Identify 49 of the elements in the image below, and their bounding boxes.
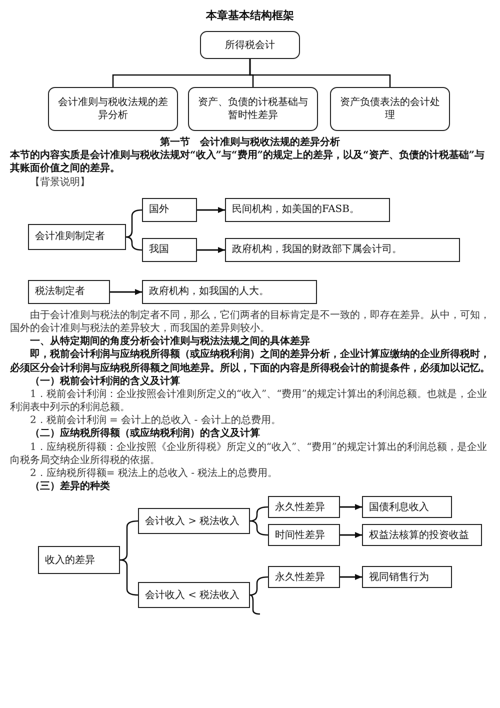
section-heading: 本节的内容实质是会计准则与税收法规对“收入”与“费用”的规定上的差异，以及“资产、负债的计税基础”与其账面价值之间的差异。 <box>10 149 486 176</box>
paragraph: 2．应纳税所得额= 税法上的总收入 - 税法上的总费用。 <box>29 467 279 480</box>
arrow <box>197 246 225 253</box>
brace-connector <box>250 576 268 596</box>
process-box: 永久性差异 <box>268 496 340 518</box>
arrow <box>110 288 142 295</box>
diagram-title: 本章基本结构框架 <box>204 8 295 23</box>
process-box: 会计收入 < 税法收入 <box>138 582 250 608</box>
process-box: 资产、负债的计税基础与暂时性差异 <box>188 87 318 131</box>
section-heading: 即，税前会计利润与应纳税所得额（或应纳税利润）之间的差异分析，企业计算应缴纳的企业所得税时，必须区分会计利润与应纳税所得额之间地差异。所以，下面的内容是所得税会计的前提条件，必须加以记忆。 <box>10 348 490 375</box>
paragraph: 1．应纳税所得额：企业按照《企业所得税》所定义的“收入”、“费用”的规定计算出的利润总额，是企业向税务局交纳企业所得税的依据。 <box>10 440 488 467</box>
section-heading: （二）应纳税所得额（或应纳税利润）的含义及计算 <box>29 427 261 441</box>
process-box: 政府机构，我国的财政部下属会计司。 <box>225 238 460 262</box>
process-box: 税法制定者 <box>28 280 110 304</box>
process-box: 会计准则制定者 <box>28 224 126 250</box>
brace-connector <box>250 594 260 616</box>
process-box: 我国 <box>142 238 197 262</box>
section-heading: 一、从特定期间的角度分析会计准则与税法法规之间的具体差异 <box>29 335 311 348</box>
process-box: 民间机构，如美国的FASB。 <box>225 198 390 222</box>
brace-connector <box>120 560 138 596</box>
section-heading: 第一节 会计准则与税收法规的差异分析 <box>159 136 341 149</box>
process-box: 收入的差异 <box>38 546 120 574</box>
process-box: 国外 <box>142 198 197 222</box>
brace-connector <box>126 209 142 238</box>
paragraph: 2．税前会计利润 = 会计上的总收入 - 会计上的总费用。 <box>29 414 282 427</box>
brace-connector <box>120 520 138 562</box>
process-box: 国债利息收入 <box>362 496 452 518</box>
brace-connector <box>250 506 268 522</box>
brace-connector <box>126 236 142 250</box>
process-box: 资产负债表法的会计处理 <box>330 87 450 131</box>
connector-line <box>249 59 391 87</box>
process-box: 权益法核算的投资收益 <box>362 524 482 546</box>
process-box: 会计收入 > 税法收入 <box>138 508 250 534</box>
paragraph: 1．税前会计利润：企业按照会计准则所定义的“收入”、“费用”的规定计算出的利润总额。也就是，企业利润表中列示的利润总额。 <box>10 388 488 414</box>
process-box: 时间性差异 <box>268 524 340 546</box>
arrow <box>340 574 362 580</box>
section-heading: （一）税前会计利润的含义及计算 <box>29 374 181 388</box>
process-box: 会计准则与税收法规的差异分析 <box>48 87 178 131</box>
paragraph: 由于会计准则与税法的制定者不同，那么，它们两者的目标肯定是不一致的，即存在差异。从中，可知，国外的会计准则与税法的差异较大，而我国的差异则较小。 <box>10 308 490 335</box>
arrow <box>197 206 225 213</box>
arrow <box>340 532 362 538</box>
process-box: 视同销售行为 <box>362 566 452 588</box>
section-heading: （三）差异的种类 <box>29 480 111 494</box>
process-box: 政府机构，如我国的人大。 <box>142 280 317 304</box>
process-box: 永久性差异 <box>268 566 340 588</box>
paragraph: 【背景说明】 <box>29 176 91 189</box>
process-box: 所得税会计 <box>200 31 300 59</box>
arrow <box>340 504 362 510</box>
brace-connector <box>250 520 268 536</box>
